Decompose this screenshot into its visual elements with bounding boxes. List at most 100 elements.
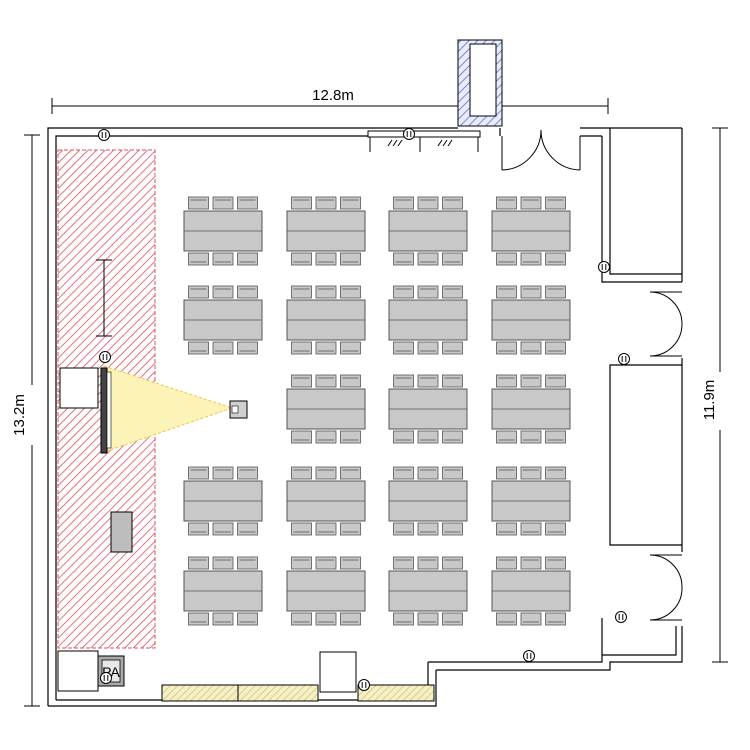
chair [442,341,463,355]
table-group[interactable] [286,285,366,355]
chair [442,374,463,388]
table-group[interactable] [491,374,571,444]
chair [417,430,439,444]
chair [545,252,566,266]
chair [188,341,209,355]
table-group[interactable] [388,285,468,355]
table-group[interactable] [491,466,571,536]
microphone-stand [96,259,112,337]
chair [417,341,439,355]
table-group[interactable] [183,556,263,626]
table-group[interactable] [286,374,366,444]
chair [520,556,542,570]
chair [417,285,439,299]
chair [520,522,542,536]
chair [212,466,234,480]
chair [212,252,234,266]
chair [291,556,312,570]
chair [496,612,517,626]
chair [340,341,361,355]
chair [442,556,463,570]
chair [188,466,209,480]
storage-cabinet-3 [357,684,435,702]
chair [520,285,542,299]
chair [340,466,361,480]
chair [520,612,542,626]
chair [442,430,463,444]
chair [496,374,517,388]
chair [520,430,542,444]
power-outlet-icon [598,261,610,273]
table-group[interactable] [183,466,263,536]
chair [545,612,566,626]
chair [545,374,566,388]
top-door[interactable] [501,129,581,171]
chair [545,466,566,480]
chair [188,252,209,266]
table-group[interactable] [491,285,571,355]
chair [393,430,414,444]
chair [315,341,337,355]
chair [417,196,439,210]
table-group[interactable] [388,556,468,626]
storage-cabinet-2 [237,684,319,702]
chair [315,612,337,626]
chair [237,341,258,355]
chair [291,196,312,210]
chair [496,341,517,355]
table-group[interactable] [286,556,366,626]
chair [237,252,258,266]
right-door-upper[interactable] [649,291,683,357]
chair [340,612,361,626]
chair [291,285,312,299]
chair [393,466,414,480]
chair [442,612,463,626]
chair [315,430,337,444]
chair [340,196,361,210]
chair [545,196,566,210]
chair [315,196,337,210]
chair [545,556,566,570]
chair [545,430,566,444]
table-group[interactable] [286,466,366,536]
chair [520,341,542,355]
chair [237,522,258,536]
chair [340,430,361,444]
dimension-top: 12.8m [51,84,609,114]
chair [340,285,361,299]
chair [442,285,463,299]
power-outlets [98,128,630,691]
projector-beam [103,365,234,453]
table-group[interactable] [183,196,263,266]
projection-screen [100,367,112,454]
chair [545,522,566,536]
chair [496,285,517,299]
chair [315,285,337,299]
dimension-left: 13.2m [11,134,40,707]
chair [212,196,234,210]
chair [340,374,361,388]
chair [393,556,414,570]
right-door-lower[interactable] [649,554,683,621]
chair [520,196,542,210]
chair [212,612,234,626]
table-group[interactable] [491,556,571,626]
chair [212,556,234,570]
chair [393,196,414,210]
table-group[interactable] [286,196,366,266]
chair [291,374,312,388]
table-group[interactable] [491,196,571,266]
chair [315,374,337,388]
chair [291,430,312,444]
chair [237,612,258,626]
table-group[interactable] [388,466,468,536]
table-group[interactable] [388,374,468,444]
chair [393,522,414,536]
table-group[interactable] [183,285,263,355]
chair [417,466,439,480]
podium-block [59,367,99,409]
chair [393,285,414,299]
chair [237,285,258,299]
table-group[interactable] [388,196,468,266]
